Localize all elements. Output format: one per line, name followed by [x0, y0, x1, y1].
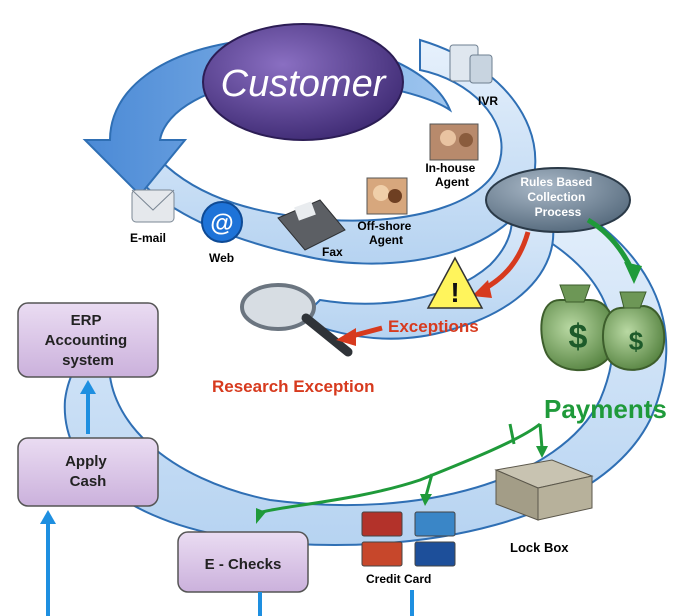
exceptions-arrow	[351, 325, 383, 339]
credit-cards-icon	[361, 511, 456, 567]
email-icon	[131, 189, 175, 223]
exceptions-label: Exceptions	[388, 317, 479, 336]
green-branch-to-payments-top	[508, 423, 516, 445]
apply-cash-label: Apply Cash	[65, 453, 111, 490]
in-house-agent-photo	[429, 123, 479, 161]
payments-label: Payments	[544, 394, 667, 424]
echecks-label: E - Checks	[205, 556, 282, 573]
green-branch-creditcard	[424, 473, 434, 497]
exceptions-arrowhead	[336, 328, 356, 346]
green-arrowhead-lockbox	[536, 446, 548, 458]
web-icon: @	[201, 201, 243, 243]
erp-label: ERP Accounting system	[45, 312, 132, 369]
green-branch-lockbox	[538, 423, 544, 449]
customer-ellipse	[202, 23, 404, 141]
ivr-label: IVR	[478, 94, 498, 108]
warning-triangle	[426, 256, 484, 309]
web-at-glyph: @	[210, 210, 233, 237]
rules-process-ellipse	[485, 167, 631, 233]
money-glyph-1: $	[569, 318, 588, 356]
magnifying-glass-icon	[240, 283, 353, 357]
green-arrowhead-echecks	[256, 508, 266, 524]
ivr-icon	[449, 44, 493, 84]
green-arrowhead-creditcard	[420, 494, 432, 506]
erp-box	[17, 302, 159, 378]
in-house-agent-label: In-house Agent	[425, 161, 478, 189]
money-bags-icon: $ $	[540, 284, 666, 372]
off-shore-agent-photo	[366, 177, 408, 215]
warning-glyph: !	[450, 277, 459, 308]
web-label: Web	[209, 251, 234, 265]
apply-cash-box	[17, 437, 159, 507]
green-arrowhead-bags	[624, 262, 642, 284]
customer-label: Customer	[221, 63, 387, 105]
lock-box-label: Lock Box	[510, 540, 569, 555]
rules-process-label: Rules Based Collection Process	[520, 175, 595, 219]
lock-box-icon	[494, 459, 594, 521]
off-shore-agent-label: Off-shore Agent	[357, 219, 414, 247]
fax-label: Fax	[322, 245, 343, 259]
credit-card-label: Credit Card	[366, 572, 431, 586]
blue-arrowhead-erp	[80, 380, 96, 394]
red-arrowhead-warning	[472, 280, 492, 298]
fax-icon	[277, 199, 346, 251]
blue-arrowhead-apply	[40, 510, 56, 524]
echecks-box	[177, 531, 309, 593]
money-glyph-2: $	[629, 326, 644, 356]
research-exception-label: Research Exception	[212, 377, 375, 396]
email-label: E-mail	[130, 231, 166, 245]
